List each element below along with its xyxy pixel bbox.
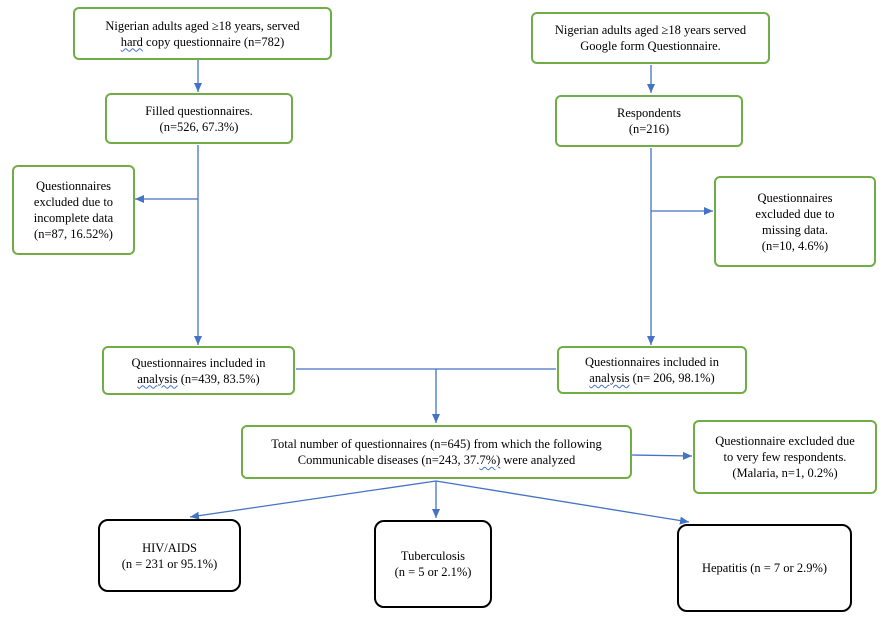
hiv-box: HIV/AIDS (n = 231 or 95.1%) xyxy=(98,519,241,592)
malaria-excluded-box: Questionnaire excluded due to very few r… xyxy=(693,420,877,494)
right-excluded-line2: excluded due to xyxy=(755,206,835,221)
right-respondents-box: Respondents (n=216) xyxy=(555,95,743,147)
total-box: Total number of questionnaires (n=645) f… xyxy=(241,425,632,479)
hiv-line1: HIV/AIDS xyxy=(142,540,197,555)
right-excluded-box: Questionnaires excluded due to missing d… xyxy=(714,176,876,267)
right-included-line2-rest: (n= 206, 98.1%) xyxy=(629,371,715,385)
total-line2-post: were analyzed xyxy=(500,453,576,467)
right-included-box: Questionnaires included in analysis (n= … xyxy=(557,346,747,394)
left-filled-box: Filled questionnaires. (n=526, 67.3%) xyxy=(105,93,293,144)
right-included-line2: analysis (n= 206, 98.1%) xyxy=(589,370,714,386)
hepatitis-line1: Hepatitis (n = 7 or 2.9%) xyxy=(701,561,828,575)
right-excluded-line1: Questionnaires xyxy=(757,190,833,205)
left-included-line1: Questionnaires included in xyxy=(131,355,266,370)
spell-marker: 7%) xyxy=(479,453,501,467)
right-served-box: Nigerian adults aged ≥18 years served Go… xyxy=(531,12,770,64)
left-included-box: Questionnaires included in analysis (n=4… xyxy=(102,346,295,395)
spell-marker: analysis xyxy=(589,371,630,385)
tb-line2: (n = 5 or 2.1%) xyxy=(394,565,472,579)
total-line2: Communicable diseases (n=243, 37.7%) wer… xyxy=(298,452,575,468)
left-served-box: Nigerian adults aged ≥18 years, served h… xyxy=(73,7,332,60)
right-served-line2: Google form Questionnaire. xyxy=(580,39,721,53)
left-filled-line1: Filled questionnaires. xyxy=(145,103,253,118)
left-excluded-line1: Questionnaires xyxy=(36,179,111,193)
right-respondents-line2: (n=216) xyxy=(628,122,670,136)
right-served-line1: Nigerian adults aged ≥18 years served xyxy=(554,23,747,37)
left-included-line2: analysis (n=439, 83.5%) xyxy=(137,371,259,387)
malaria-line1: Questionnaire excluded due xyxy=(715,434,855,448)
arrow-to-hepatitis xyxy=(435,480,690,525)
tb-box: Tuberculosis (n = 5 or 2.1%) xyxy=(374,520,492,608)
arrow-to-malaria xyxy=(631,451,693,460)
total-line1: Total number of questionnaires (n=645) f… xyxy=(271,437,602,451)
left-included-line2-rest: (n=439, 83.5%) xyxy=(177,371,260,386)
malaria-line3: (Malaria, n=1, 0.2%) xyxy=(732,466,838,480)
spell-marker: hard xyxy=(120,34,143,49)
left-excluded-line3: incomplete data xyxy=(33,211,114,225)
tb-line1: Tuberculosis xyxy=(400,549,466,563)
left-excluded-line2: excluded due to xyxy=(33,195,114,209)
right-excluded-line4: (n=10, 4.6%) xyxy=(761,238,829,253)
left-excluded-box: Questionnaires excluded due to incomplet… xyxy=(12,165,135,255)
arrow-to-hiv xyxy=(189,480,437,520)
right-included-line1: Questionnaires included in xyxy=(585,355,719,369)
right-excluded-line3: missing data. xyxy=(762,222,828,237)
spell-marker: analysis xyxy=(137,371,178,386)
left-filled-line2: (n=526, 67.3%) xyxy=(159,119,239,134)
left-served-line2: hard copy questionnaire (n=782) xyxy=(121,34,285,50)
right-respondents-line1: Respondents xyxy=(617,106,681,120)
hepatitis-box: Hepatitis (n = 7 or 2.9%) xyxy=(677,524,852,612)
total-line2-pre: Communicable diseases (n=243, 37. xyxy=(297,453,480,467)
malaria-line2: to very few respondents. xyxy=(723,450,847,464)
hiv-line2: (n = 231 or 95.1%) xyxy=(121,556,218,571)
left-excluded-line4: (n=87, 16.52%) xyxy=(34,227,113,241)
left-served-line2-rest: copy questionnaire (n=782) xyxy=(142,34,285,49)
left-served-line1: Nigerian adults aged ≥18 years, served xyxy=(105,18,300,33)
